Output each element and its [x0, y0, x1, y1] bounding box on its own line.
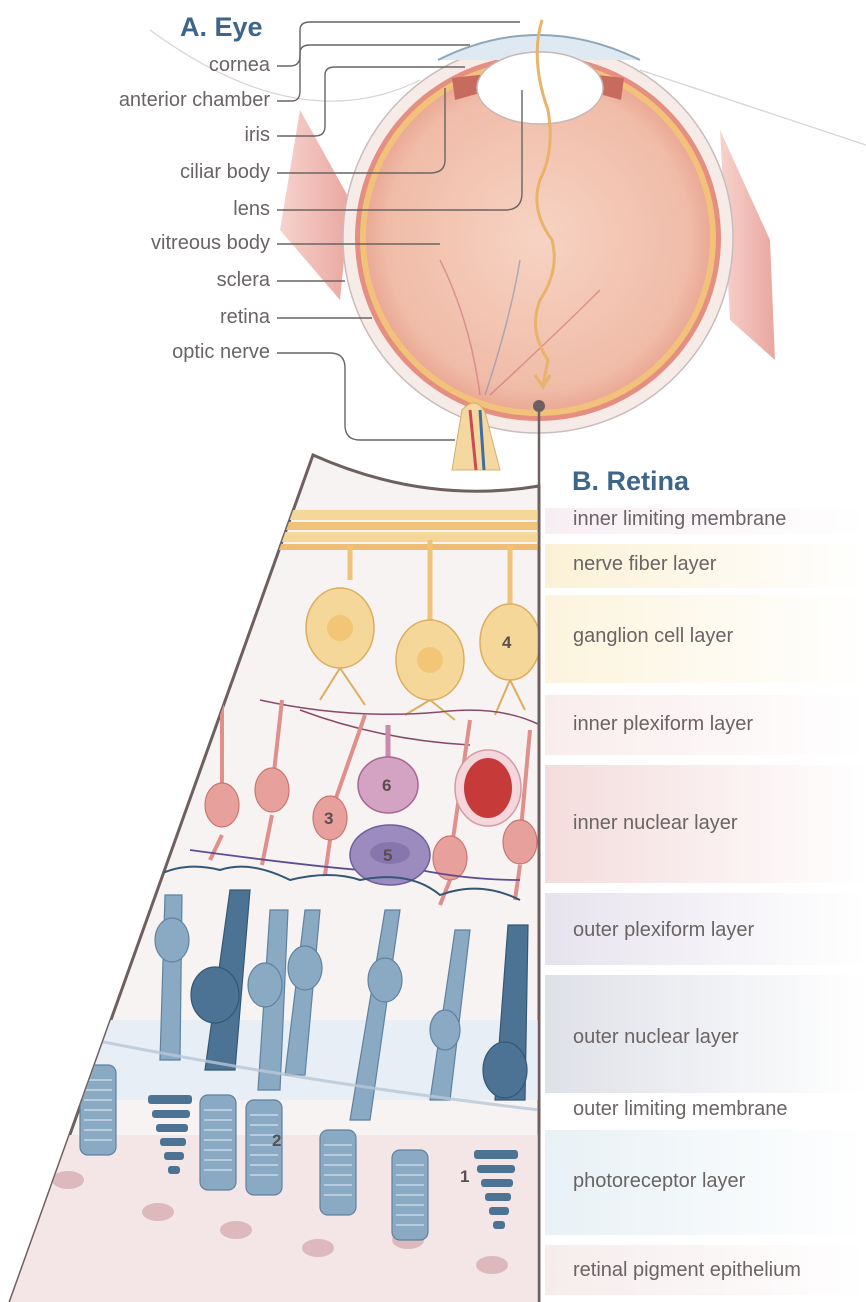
label-vitreous-body: vitreous body: [10, 232, 270, 255]
label-outer-nuclear-layer: outer nuclear layer: [573, 1026, 739, 1049]
label-photoreceptor-layer: photoreceptor layer: [573, 1170, 745, 1193]
panel-a-title: A. Eye: [180, 12, 263, 43]
panel-b-title: B. Retina: [572, 466, 689, 497]
retina-illustration: [0, 455, 540, 1302]
label-outer-limiting-membrane: outer limiting membrane: [573, 1098, 788, 1121]
label-inner-plexiform-layer: inner plexiform layer: [573, 713, 753, 736]
cell-number-6: 6: [382, 776, 391, 795]
label-retinal-pigment-epithelium: retinal pigment epithelium: [573, 1259, 801, 1282]
cell-number-3: 3: [324, 809, 333, 828]
label-cornea: cornea: [10, 54, 270, 77]
cell-number-2: 2: [272, 1131, 281, 1150]
cell-number-4: 4: [502, 633, 512, 652]
label-lens: lens: [10, 198, 270, 221]
cell-number-5: 5: [383, 846, 392, 865]
label-anterior-chamber: anterior chamber: [10, 89, 270, 112]
label-iris: iris: [10, 124, 270, 147]
label-ganglion-cell-layer: ganglion cell layer: [573, 625, 733, 648]
label-sclera: sclera: [10, 269, 270, 292]
label-outer-plexiform-layer: outer plexiform layer: [573, 919, 754, 942]
label-ciliar-body: ciliar body: [10, 161, 270, 184]
label-nerve-fiber-layer: nerve fiber layer: [573, 553, 716, 576]
label-retina: retina: [10, 306, 270, 329]
label-inner-limiting-membrane: inner limiting membrane: [573, 508, 786, 531]
cell-number-1: 1: [460, 1167, 469, 1186]
label-optic-nerve: optic nerve: [10, 341, 270, 364]
label-inner-nuclear-layer: inner nuclear layer: [573, 812, 738, 835]
